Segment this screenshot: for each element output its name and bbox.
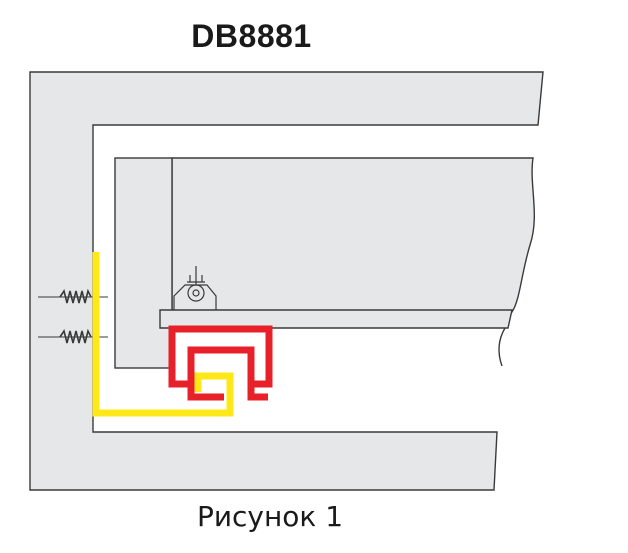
- red-rail-profile: [168, 325, 273, 401]
- roller-hanger-icon: [173, 266, 217, 310]
- yellow-bracket-profile: [92, 252, 234, 417]
- door-panel: [171, 157, 536, 313]
- diagram-title: DB8881: [191, 18, 312, 54]
- door-lower-edge: [498, 327, 506, 367]
- side-panel: [114, 157, 173, 369]
- track-strip: [159, 309, 513, 329]
- figure-caption: Рисунок 1: [196, 500, 344, 533]
- cabinet-frame: [29, 71, 544, 491]
